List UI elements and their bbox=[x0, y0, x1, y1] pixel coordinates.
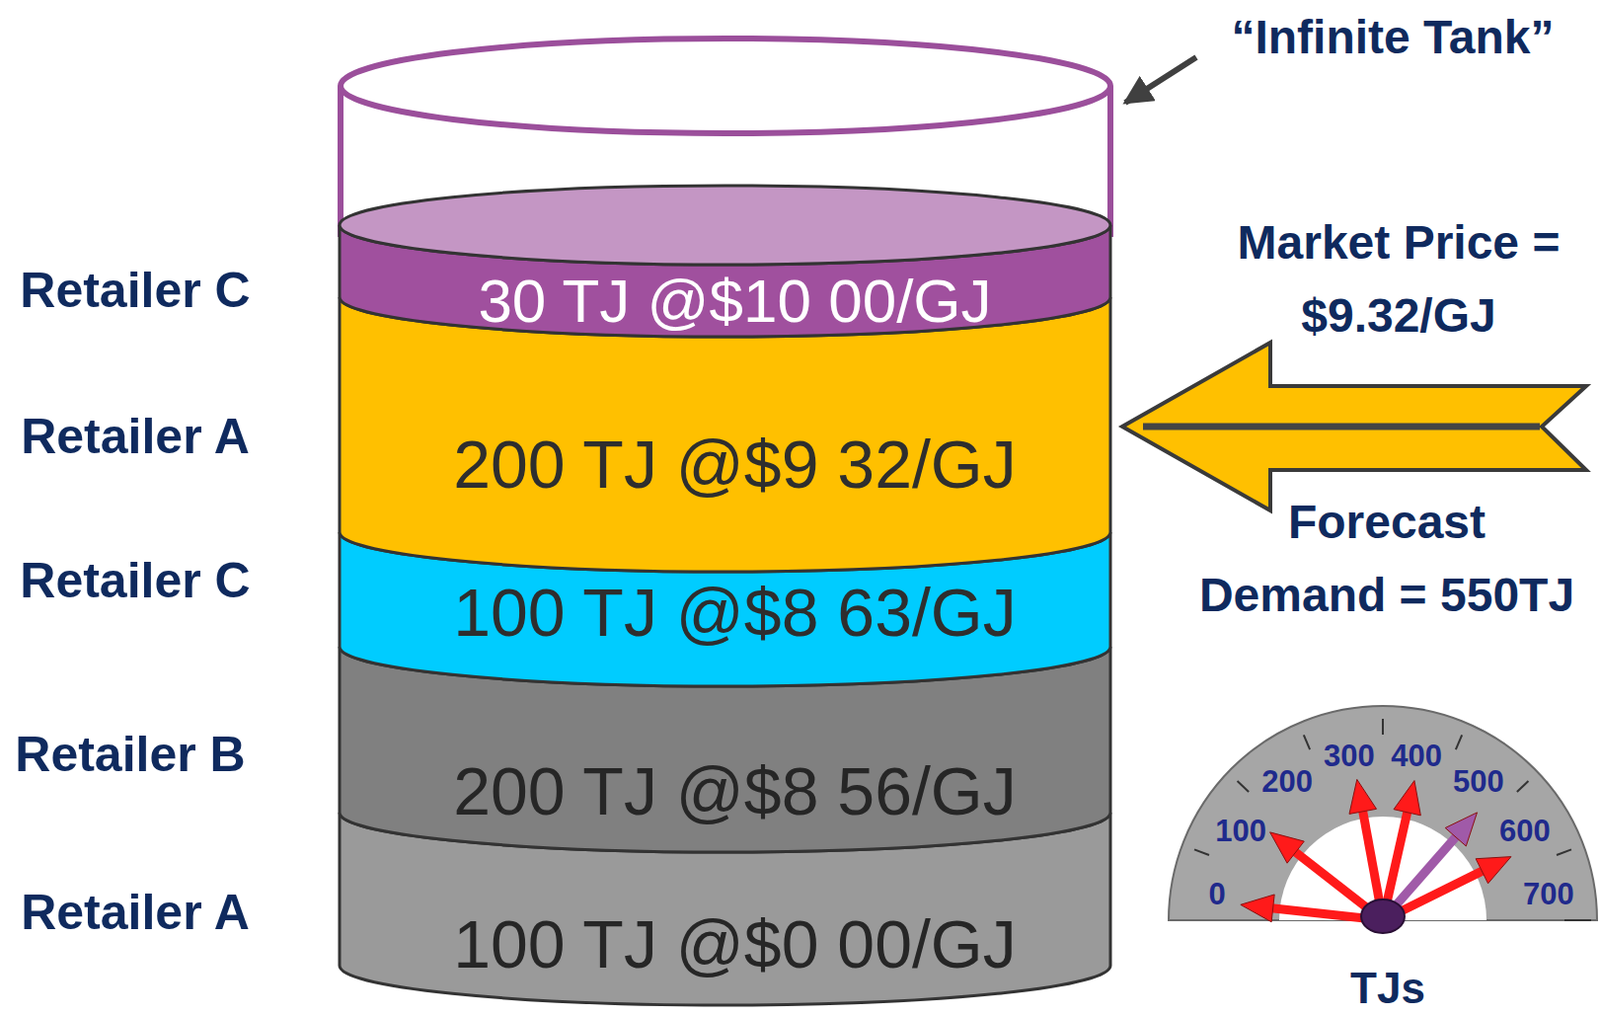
band-body bbox=[339, 297, 1111, 572]
band-label: 100 TJ @$0 00/GJ bbox=[453, 910, 1017, 978]
gauge-unit: TJs bbox=[1350, 963, 1426, 1014]
gauge-tick bbox=[1194, 848, 1210, 855]
tank-top bbox=[340, 38, 1111, 134]
gauge bbox=[1168, 705, 1598, 933]
band-body bbox=[339, 532, 1111, 686]
arrow-core bbox=[1142, 423, 1540, 431]
gauge-tick bbox=[1237, 780, 1250, 792]
band-label: 100 TJ @$8 63/GJ bbox=[453, 578, 1017, 646]
demand-arrow bbox=[1122, 342, 1587, 511]
gauge-scale-number: 100 bbox=[1215, 813, 1267, 849]
gauge-face bbox=[1168, 705, 1598, 920]
gauge-scale-number: 0 bbox=[1208, 876, 1225, 913]
retailer-label: Retailer A bbox=[20, 884, 250, 942]
gauge-tick bbox=[1517, 780, 1529, 792]
retailer-label: Retailer B bbox=[14, 726, 245, 784]
gauge-tick bbox=[1303, 734, 1310, 750]
price-label: Market Price = $9.32/GJ bbox=[1235, 206, 1562, 353]
gauge-tick bbox=[1455, 734, 1462, 750]
band-body bbox=[339, 812, 1111, 1005]
leader-arrow bbox=[1125, 57, 1197, 103]
gauge-tick bbox=[1381, 718, 1384, 735]
gauge-scale-number: 500 bbox=[1452, 763, 1505, 800]
gauge-scale-number: 700 bbox=[1523, 876, 1575, 913]
retailer-label: Retailer C bbox=[19, 552, 250, 610]
gauge-scale-number: 400 bbox=[1390, 738, 1443, 774]
liquid-surface bbox=[339, 185, 1111, 265]
band-label: 30 TJ @$10 00/GJ bbox=[477, 270, 991, 332]
tank-wall bbox=[337, 85, 344, 237]
tank-band: 200 TJ @$9 32/GJ bbox=[339, 297, 1111, 572]
gauge-scale-number: 200 bbox=[1261, 763, 1313, 800]
tank-band: 30 TJ @$10 00/GJ bbox=[339, 185, 1111, 337]
gauge-scale-number: 600 bbox=[1499, 813, 1551, 849]
retailer-label: Retailer A bbox=[20, 408, 250, 466]
demand-label: Forecast Demand = 550TJ bbox=[1192, 485, 1583, 632]
band-body bbox=[339, 646, 1111, 852]
retailer-label: Retailer C bbox=[19, 262, 250, 320]
gauge-pivot bbox=[1361, 899, 1405, 933]
band-label: 200 TJ @$8 56/GJ bbox=[453, 757, 1017, 825]
band-label: 200 TJ @$9 32/GJ bbox=[453, 430, 1017, 498]
gauge-tick bbox=[1556, 848, 1572, 855]
gauge-tick bbox=[1564, 918, 1592, 921]
gauge-scale-number: 300 bbox=[1323, 738, 1375, 774]
callout-label: “Infinite Tank” bbox=[1230, 9, 1554, 65]
tank-wall bbox=[1107, 85, 1114, 237]
